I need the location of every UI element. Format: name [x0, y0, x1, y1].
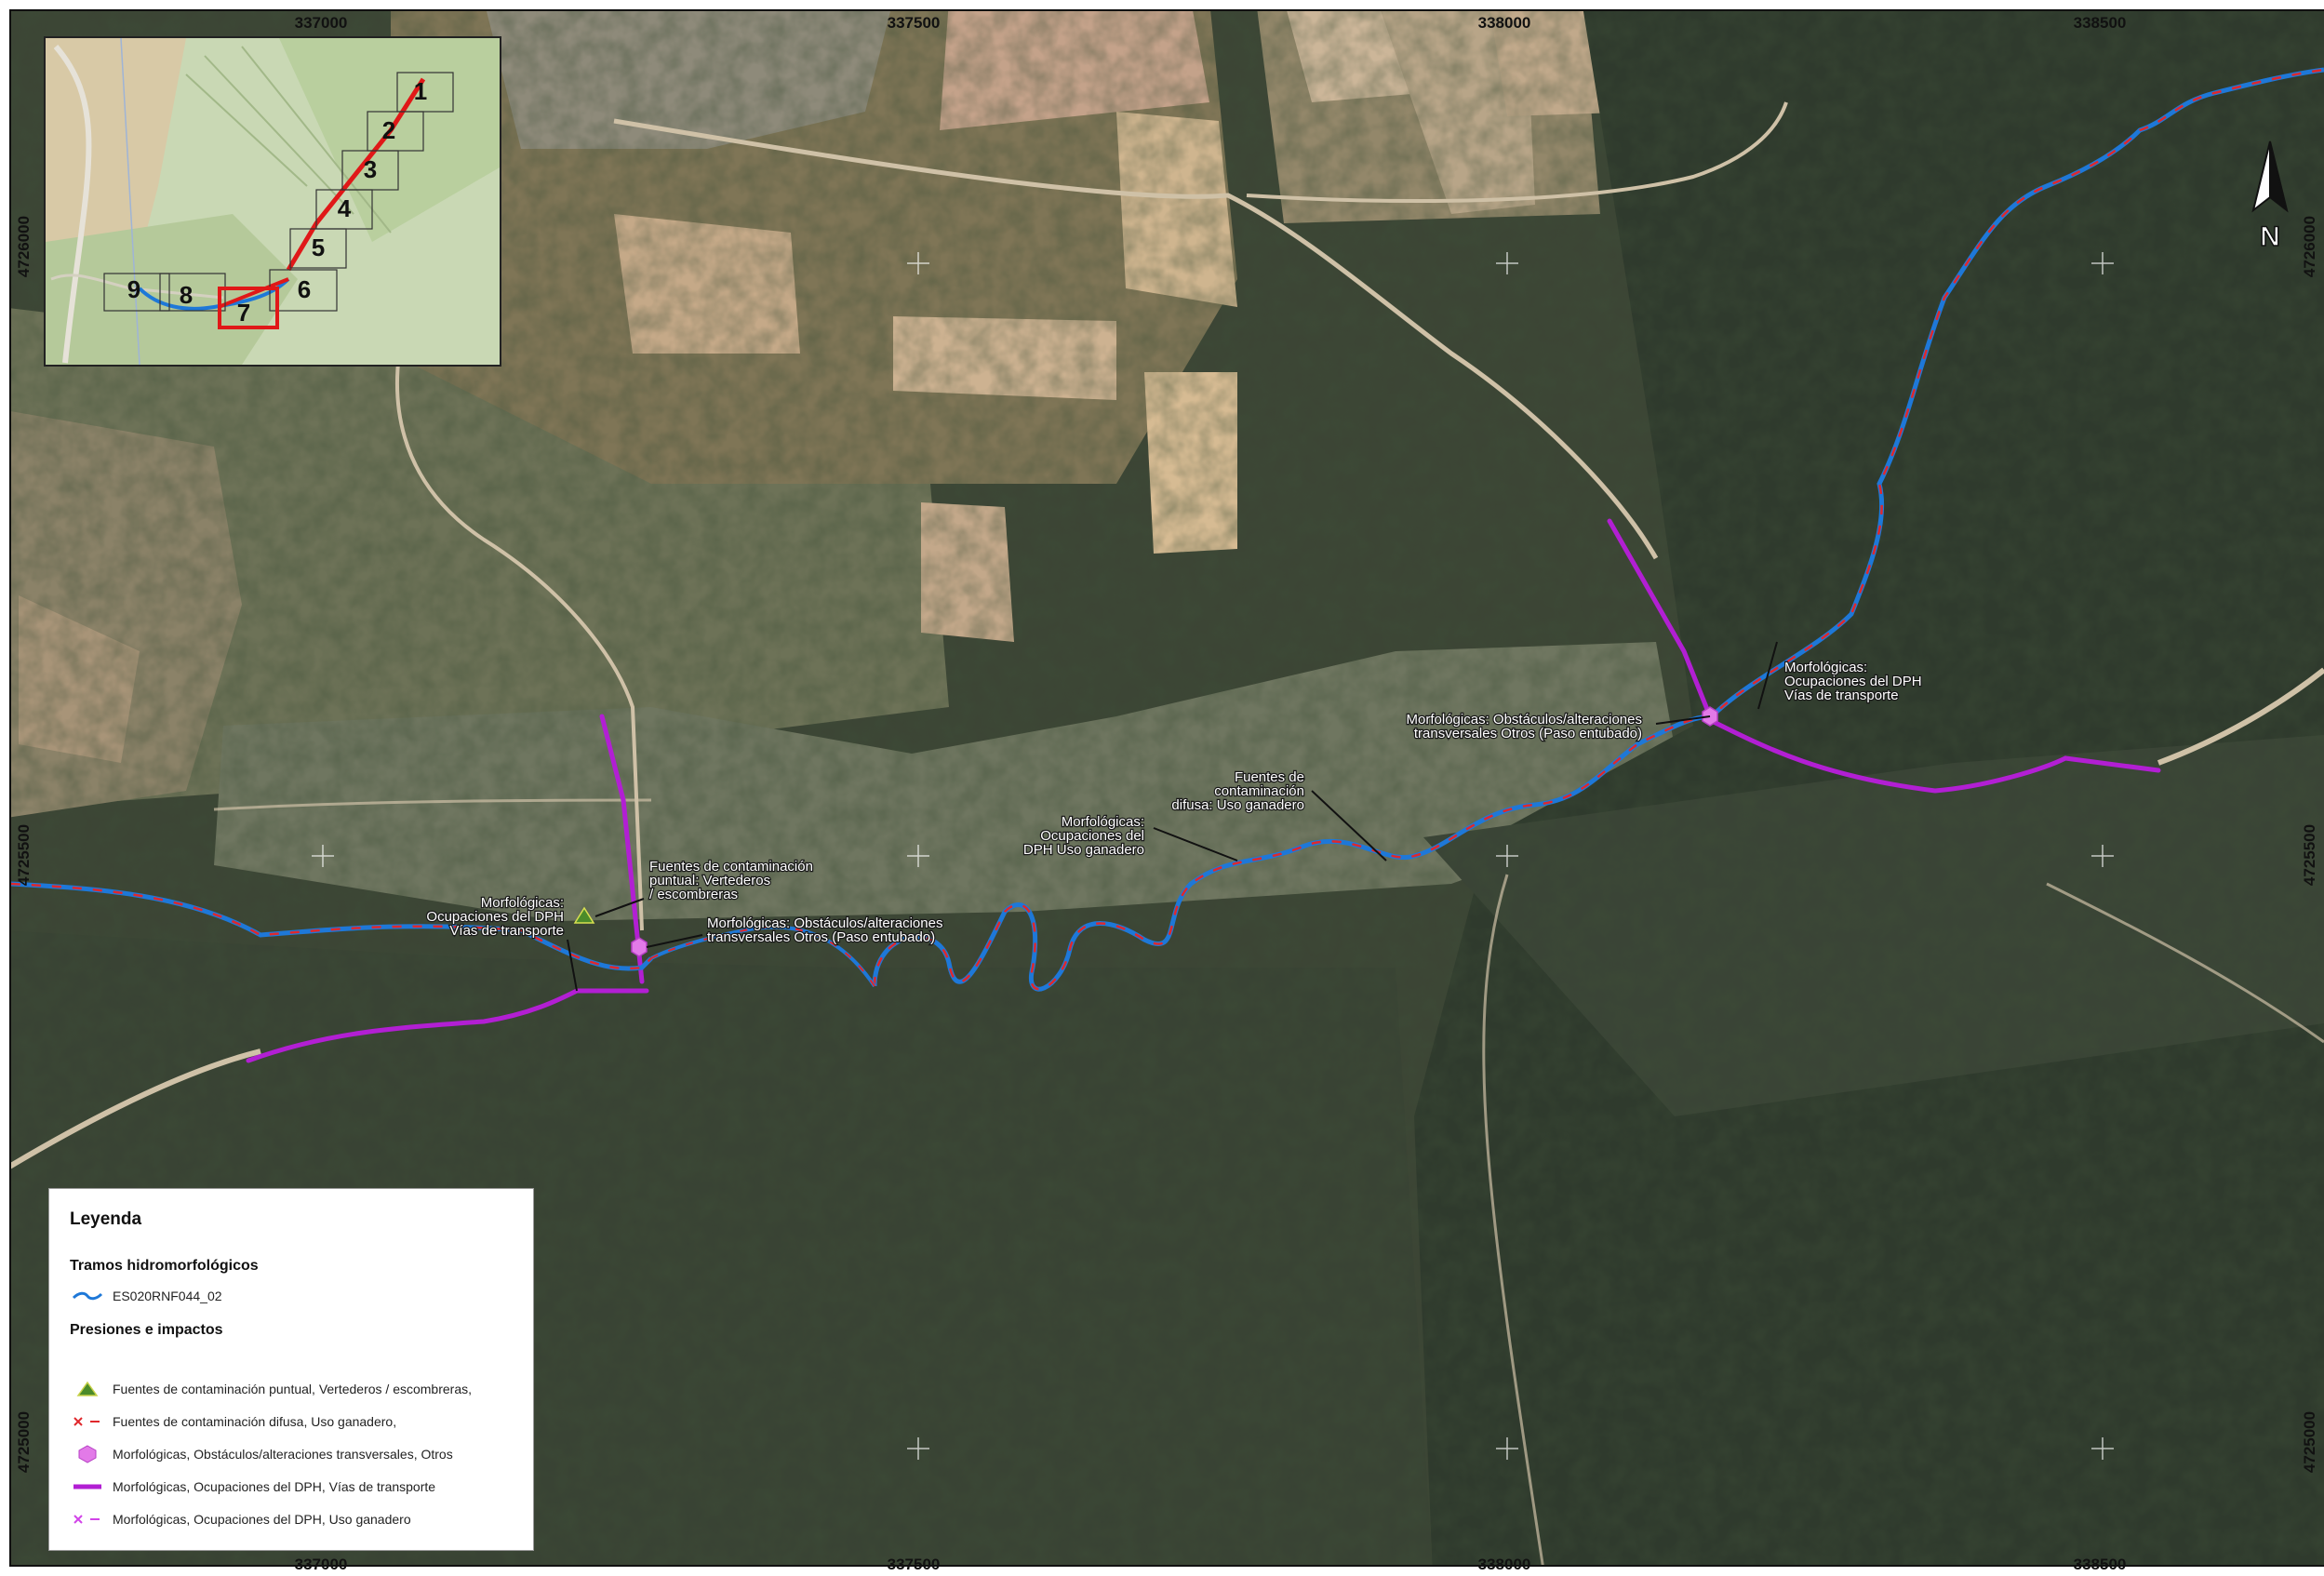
coordinate-labels: 337000 337500 338000 338500 337000 33750… [15, 14, 2318, 1573]
inset-tile-1: 1 [414, 77, 427, 105]
inset-tile-2: 2 [382, 116, 395, 144]
legend-row-puntual: Fuentes de contaminación puntual, Verted… [70, 1380, 472, 1398]
inset-tile-8: 8 [180, 281, 193, 309]
coord-bottom-3: 338000 [1478, 1556, 1531, 1573]
road-occupation-right-upper [1607, 518, 1713, 719]
coord-right-3: 4725000 [2301, 1411, 2318, 1473]
legend-row-vias: Morfológicas, Ocupaciones del DPH, Vías … [70, 1477, 435, 1496]
road-occupation-right [1709, 718, 2161, 794]
legend-panel: Leyenda Tramos hidromorfológicos ES020RN… [48, 1188, 534, 1551]
map-neatline [9, 9, 2324, 1567]
legend-row-ganadero: Morfológicas, Ocupaciones del DPH, Uso g… [70, 1510, 411, 1529]
point-source-triangle [573, 906, 595, 924]
inset-tile-4: 4 [338, 194, 352, 222]
legend-row-difusa: Fuentes de contaminación difusa, Uso gan… [70, 1412, 396, 1431]
coord-left-3: 4725000 [15, 1411, 33, 1473]
triangle-icon [70, 1380, 105, 1398]
legend-section-tramos: Tramos hidromorfológicos [70, 1258, 259, 1274]
legend-row-obstaculos: Morfológicas, Obstáculos/alteraciones tr… [70, 1445, 453, 1463]
inset-tile-9: 9 [127, 275, 140, 303]
inset-tile-6: 6 [298, 275, 311, 303]
pressure-lines-vias-transporte [246, 518, 2161, 1063]
inset-tile-5: 5 [312, 234, 325, 261]
river-line-icon [70, 1287, 105, 1305]
coord-left-2: 4725500 [15, 824, 33, 886]
legend-section-presiones: Presiones e impactos [70, 1322, 223, 1338]
legend-item-label: Morfológicas, Ocupaciones del DPH, Uso g… [113, 1512, 411, 1527]
coord-left-1: 4726000 [15, 216, 33, 277]
road-occupation-left [246, 988, 649, 1063]
magenta-x-dash-icon [70, 1510, 105, 1529]
legend-item-label: Fuentes de contaminación puntual, Verted… [113, 1382, 472, 1396]
inset-tile-7: 7 [237, 299, 250, 327]
coord-top-2: 337500 [888, 14, 941, 32]
grid-crosses [312, 252, 2114, 1460]
red-x-dash-icon [70, 1412, 105, 1431]
legend-row-river: ES020RNF044_02 [70, 1287, 222, 1305]
legend-item-label: Fuentes de contaminación difusa, Uso gan… [113, 1414, 397, 1429]
coord-top-3: 338000 [1478, 14, 1531, 32]
coord-top-4: 338500 [2074, 14, 2127, 32]
obstacle-hexagon-left [631, 937, 648, 957]
coord-bottom-2: 337500 [888, 1556, 941, 1573]
legend-item-label: Morfológicas, Ocupaciones del DPH, Vías … [113, 1479, 436, 1494]
hexagon-icon [70, 1445, 105, 1463]
coord-top-1: 337000 [295, 14, 348, 32]
purple-line-icon [70, 1477, 105, 1496]
coord-bottom-4: 338500 [2074, 1556, 2127, 1573]
legend-title: Leyenda [70, 1209, 142, 1229]
coord-right-1: 4726000 [2301, 216, 2318, 277]
inset-tile-3: 3 [364, 155, 377, 183]
road-occupation-left-vertical [599, 714, 645, 984]
coord-bottom-1: 337000 [295, 1556, 348, 1573]
north-label: N [2260, 221, 2280, 252]
coord-right-2: 4725500 [2301, 824, 2318, 886]
inset-map: 1 2 3 4 5 6 7 8 9 [44, 36, 501, 367]
legend-item-label: Morfológicas, Obstáculos/alteraciones tr… [113, 1447, 453, 1462]
legend-river-label: ES020RNF044_02 [113, 1289, 222, 1303]
annotation-leaders [567, 641, 1778, 992]
river-reach [10, 67, 2324, 992]
north-arrow-icon: N [2251, 140, 2289, 253]
